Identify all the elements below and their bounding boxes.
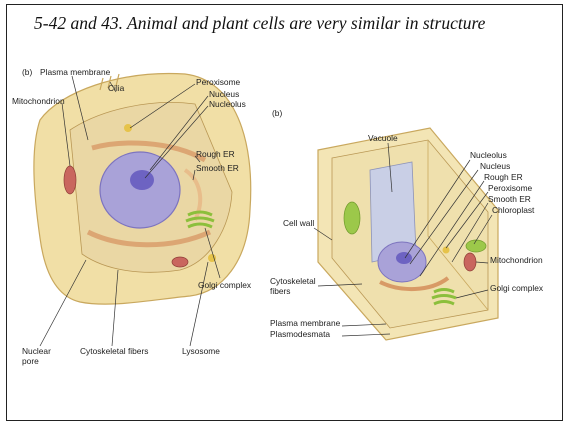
animal-panel-label: (b) [22, 67, 32, 77]
label-cell-wall: Cell wall [283, 218, 314, 228]
plant-cell-illustration: (b) Vacuole Nucleolus Nucleus Rough ER P… [270, 108, 544, 340]
animal-mitochondrion-1 [64, 166, 76, 194]
label-nuclear-pore-2: pore [22, 356, 39, 366]
plant-label-mitochondrion: Mitochondrion [490, 255, 543, 265]
animal-nucleus [100, 152, 180, 228]
label-nucleus: Nucleus [209, 89, 239, 99]
plant-chloroplast-1 [344, 202, 360, 234]
label-plasmodesmata: Plasmodesmata [270, 329, 330, 339]
plant-label-peroxisome: Peroxisome [488, 183, 533, 193]
animal-cell-illustration: (b) Plasma membrane Mitochondrion Cilia … [12, 67, 252, 366]
label-rough-er: Rough ER [196, 149, 235, 159]
plant-label-golgi-complex: Golgi complex [490, 283, 544, 293]
plant-label-plasma-membrane: Plasma membrane [270, 318, 341, 328]
animal-mitochondrion-2 [172, 257, 188, 267]
plant-panel-label: (b) [272, 108, 282, 118]
plant-label-cytoskeletal-fibers-2: fibers [270, 286, 290, 296]
label-plasma-membrane: Plasma membrane [40, 67, 111, 77]
animal-nucleolus [130, 170, 154, 190]
plant-mitochondrion [464, 253, 476, 271]
animal-peroxisome [124, 124, 132, 132]
label-vacuole: Vacuole [368, 133, 398, 143]
label-golgi-complex: Golgi complex [198, 280, 252, 290]
label-nuclear-pore-1: Nuclear [22, 346, 51, 356]
plant-label-nucleolus: Nucleolus [470, 150, 507, 160]
label-cytoskeletal-fibers: Cytoskeletal fibers [80, 346, 148, 356]
label-cilia: Cilia [108, 83, 125, 93]
plant-chloroplast-2 [466, 240, 486, 252]
plant-label-smooth-er: Smooth ER [488, 194, 531, 204]
label-chloroplast: Chloroplast [492, 205, 535, 215]
label-peroxisome: Peroxisome [196, 77, 241, 87]
label-smooth-er: Smooth ER [196, 163, 239, 173]
label-nucleolus: Nucleolus [209, 99, 246, 109]
label-lysosome: Lysosome [182, 346, 220, 356]
plant-label-nucleus: Nucleus [480, 161, 510, 171]
plant-nucleolus [396, 252, 412, 264]
plant-label-cytoskeletal-fibers-1: Cytoskeletal [270, 276, 316, 286]
plant-label-rough-er: Rough ER [484, 172, 523, 182]
label-mitochondrion: Mitochondrion [12, 96, 65, 106]
